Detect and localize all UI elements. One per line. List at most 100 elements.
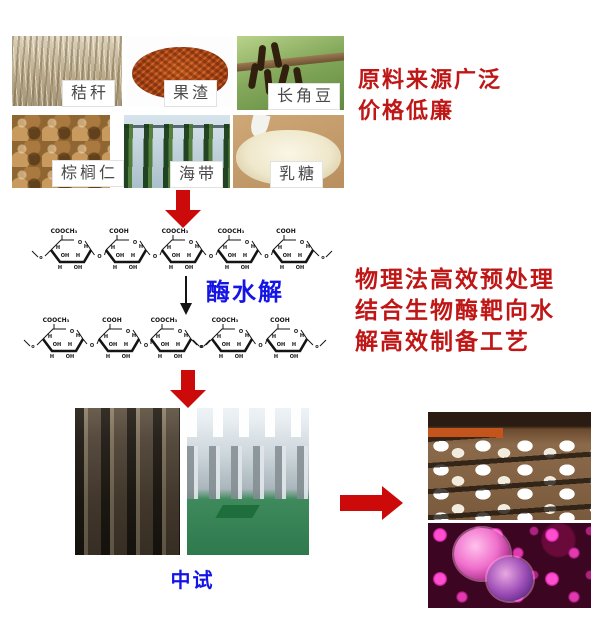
material-label-carob: 长角豆 xyxy=(268,83,341,111)
svg-text:H: H xyxy=(243,253,247,259)
svg-text:H: H xyxy=(104,334,108,340)
svg-text:OH: OH xyxy=(172,253,180,259)
svg-text:COOCH₃: COOCH₃ xyxy=(218,228,245,235)
pilot-test-label: 中试 xyxy=(170,570,215,592)
svg-text:O: O xyxy=(209,254,213,260)
svg-text:H: H xyxy=(113,265,117,271)
svg-text:o: o xyxy=(315,344,319,350)
svg-text:OH: OH xyxy=(122,354,130,360)
svg-text:H: H xyxy=(76,253,80,259)
svg-text:H: H xyxy=(106,354,110,360)
svg-text:O: O xyxy=(78,240,82,246)
svg-text:H: H xyxy=(278,245,282,251)
svg-text:H: H xyxy=(195,244,199,250)
svg-text:O: O xyxy=(264,254,268,260)
svg-text:OH: OH xyxy=(161,342,169,348)
svg-text:COOCH₃: COOCH₃ xyxy=(162,228,189,235)
svg-text:OH: OH xyxy=(74,265,82,271)
note-line: 价格低廉 xyxy=(358,98,455,123)
svg-text:OH: OH xyxy=(296,265,304,271)
svg-text:H: H xyxy=(300,333,304,339)
svg-text:COOCH₃: COOCH₃ xyxy=(43,317,70,324)
svg-text:H: H xyxy=(219,354,223,360)
svg-text:H: H xyxy=(306,244,310,250)
material-label-palm: 棕榈仁 xyxy=(52,160,125,188)
svg-text:O: O xyxy=(294,329,298,335)
svg-text:H: H xyxy=(111,245,115,251)
svg-text:H: H xyxy=(237,342,241,348)
svg-text:o: o xyxy=(200,344,204,350)
svg-text:OH: OH xyxy=(109,342,117,348)
note-line: 结合生物酶靶向水 xyxy=(355,297,555,323)
svg-text:O: O xyxy=(126,329,130,335)
svg-text:H: H xyxy=(298,253,302,259)
down-arrow-1 xyxy=(165,190,201,228)
svg-text:H: H xyxy=(167,245,171,251)
svg-text:OH: OH xyxy=(283,253,291,259)
svg-text:H: H xyxy=(280,265,284,271)
svg-text:OH: OH xyxy=(174,354,182,360)
svg-text:H: H xyxy=(139,244,143,250)
svg-text:O: O xyxy=(258,343,262,349)
svg-text:OH: OH xyxy=(228,253,236,259)
svg-text:H: H xyxy=(156,334,160,340)
svg-text:O: O xyxy=(133,240,137,246)
svg-text:COOCH₃: COOCH₃ xyxy=(212,317,239,324)
svg-text:O: O xyxy=(189,240,193,246)
svg-text:H: H xyxy=(184,333,188,339)
feeder-band xyxy=(428,428,503,438)
material-label-kelp: 海带 xyxy=(170,161,224,189)
right-arrow xyxy=(340,486,403,520)
svg-text:H: H xyxy=(132,333,136,339)
material-label-pomace: 果渣 xyxy=(164,80,218,108)
svg-text:COOH: COOH xyxy=(270,317,290,324)
svg-text:H: H xyxy=(217,334,221,340)
note-process: 物理法高效预处理 结合生物酶靶向水 解高效制备工艺 xyxy=(355,264,555,357)
svg-text:OH: OH xyxy=(61,253,69,259)
svg-text:o: o xyxy=(31,344,35,350)
chicken-flock xyxy=(428,436,591,520)
svg-text:H: H xyxy=(225,265,229,271)
svg-text:H: H xyxy=(223,245,227,251)
svg-text:o: o xyxy=(321,255,325,261)
svg-text:H: H xyxy=(187,253,191,259)
svg-text:OH: OH xyxy=(66,354,74,360)
svg-text:H: H xyxy=(58,265,62,271)
svg-text:O: O xyxy=(70,329,74,335)
svg-text:H: H xyxy=(274,354,278,360)
svg-text:OH: OH xyxy=(235,354,243,360)
svg-text:H: H xyxy=(76,333,80,339)
svg-text:OH: OH xyxy=(277,342,285,348)
svg-text:H: H xyxy=(292,342,296,348)
svg-text:H: H xyxy=(68,342,72,348)
steel-equipment xyxy=(187,446,309,500)
svg-text:OH: OH xyxy=(290,354,298,360)
svg-text:OH: OH xyxy=(129,265,137,271)
svg-text:H: H xyxy=(176,342,180,348)
svg-text:COOH: COOH xyxy=(102,317,122,324)
bacteria-photo xyxy=(428,523,591,608)
svg-text:H: H xyxy=(48,334,52,340)
svg-text:OH: OH xyxy=(53,342,61,348)
note-line: 解高效制备工艺 xyxy=(355,328,530,354)
svg-text:H: H xyxy=(272,334,276,340)
svg-text:H: H xyxy=(50,354,54,360)
svg-text:H: H xyxy=(245,333,249,339)
svg-text:OH: OH xyxy=(185,265,193,271)
svg-text:H: H xyxy=(84,244,88,250)
svg-text:OH: OH xyxy=(222,342,230,348)
svg-text:O: O xyxy=(144,343,148,349)
bacteria-cell-small xyxy=(486,557,533,601)
svg-text:OH: OH xyxy=(241,265,249,271)
svg-text:O: O xyxy=(300,240,304,246)
svg-text:COOH: COOH xyxy=(276,228,296,235)
note-raw-materials: 原料来源广泛 价格低廉 xyxy=(358,64,502,126)
svg-text:O: O xyxy=(153,254,157,260)
svg-text:H: H xyxy=(124,342,128,348)
svg-text:O: O xyxy=(90,343,94,349)
svg-text:o: o xyxy=(39,255,43,261)
svg-text:O: O xyxy=(97,254,101,260)
material-label-lactose: 乳糖 xyxy=(270,161,324,189)
